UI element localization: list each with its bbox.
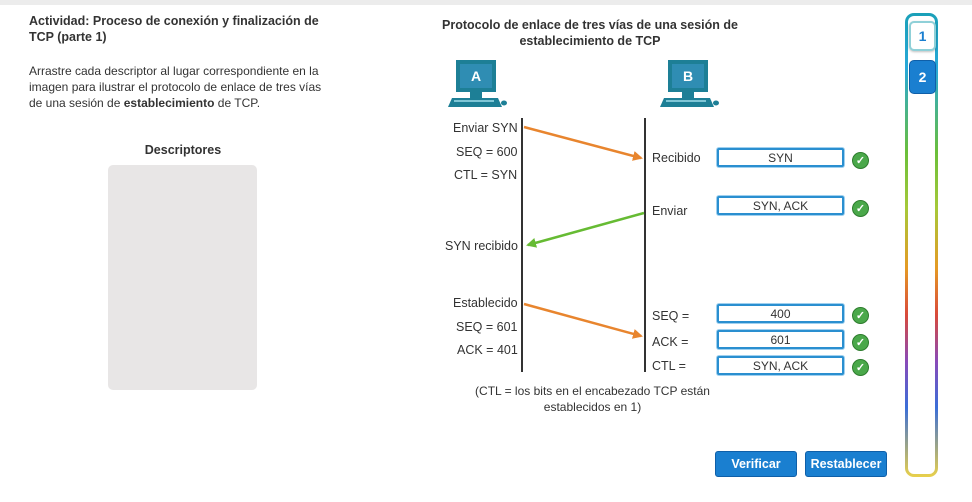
check-circle-icon: ✓ xyxy=(852,200,869,217)
host-b-label: B xyxy=(672,64,704,88)
descriptors-panel[interactable] xyxy=(108,165,257,390)
check-circle-icon: ✓ xyxy=(852,359,869,376)
label-ack-401: ACK = 401 xyxy=(457,343,518,357)
ctl-note: (CTL = los bits en el encabezado TCP est… xyxy=(475,384,710,414)
answer-box-enviar[interactable]: SYN, ACK xyxy=(717,196,844,215)
answer-box-seq[interactable]: 400 xyxy=(717,304,844,323)
label-ctl: CTL = xyxy=(652,359,686,373)
instructions-text: Arrastre cada descriptor al lugar corres… xyxy=(29,64,322,110)
syn-arrow xyxy=(523,125,643,161)
answer-box-ctl[interactable]: SYN, ACK xyxy=(717,356,844,375)
page-1-button[interactable]: 1 xyxy=(909,21,936,51)
label-ack: ACK = xyxy=(652,335,689,349)
check-circle-icon: ✓ xyxy=(852,152,869,169)
label-establecido: Establecido xyxy=(453,296,518,310)
top-bar xyxy=(0,0,972,5)
label-seq: SEQ = xyxy=(652,309,690,323)
label-recibido: Recibido xyxy=(652,151,701,165)
label-seq-600: SEQ = 600 xyxy=(456,145,518,159)
label-enviar-syn: Enviar SYN xyxy=(453,121,518,135)
verify-button[interactable]: Verificar xyxy=(715,451,797,477)
answer-box-recibido[interactable]: SYN xyxy=(717,148,844,167)
activity-instructions: Arrastre cada descriptor al lugar corres… xyxy=(29,63,324,111)
instructions-bold: establecimiento xyxy=(123,96,215,110)
answer-box-ack[interactable]: 601 xyxy=(717,330,844,349)
computer-a-icon: A xyxy=(448,57,508,112)
reset-button[interactable]: Restablecer xyxy=(805,451,887,477)
label-seq-601: SEQ = 601 xyxy=(456,320,518,334)
label-enviar: Enviar xyxy=(652,204,688,218)
computer-b-icon: B xyxy=(660,57,720,112)
descriptors-heading: Descriptores xyxy=(144,143,222,157)
label-ctl-syn: CTL = SYN xyxy=(454,168,518,182)
instructions-suffix: de TCP. xyxy=(214,96,261,110)
label-syn-recibido: SYN recibido xyxy=(445,239,518,253)
page-2-button[interactable]: 2 xyxy=(909,60,936,94)
diagram-title: Protocolo de enlace de tres vías de una … xyxy=(442,18,738,48)
syn-ack-arrow xyxy=(526,211,645,248)
check-circle-icon: ✓ xyxy=(852,307,869,324)
host-a-label: A xyxy=(460,64,492,88)
ack-arrow xyxy=(523,302,643,339)
check-circle-icon: ✓ xyxy=(852,334,869,351)
activity-title: Actividad: Proceso de conexión y finaliz… xyxy=(29,14,319,44)
